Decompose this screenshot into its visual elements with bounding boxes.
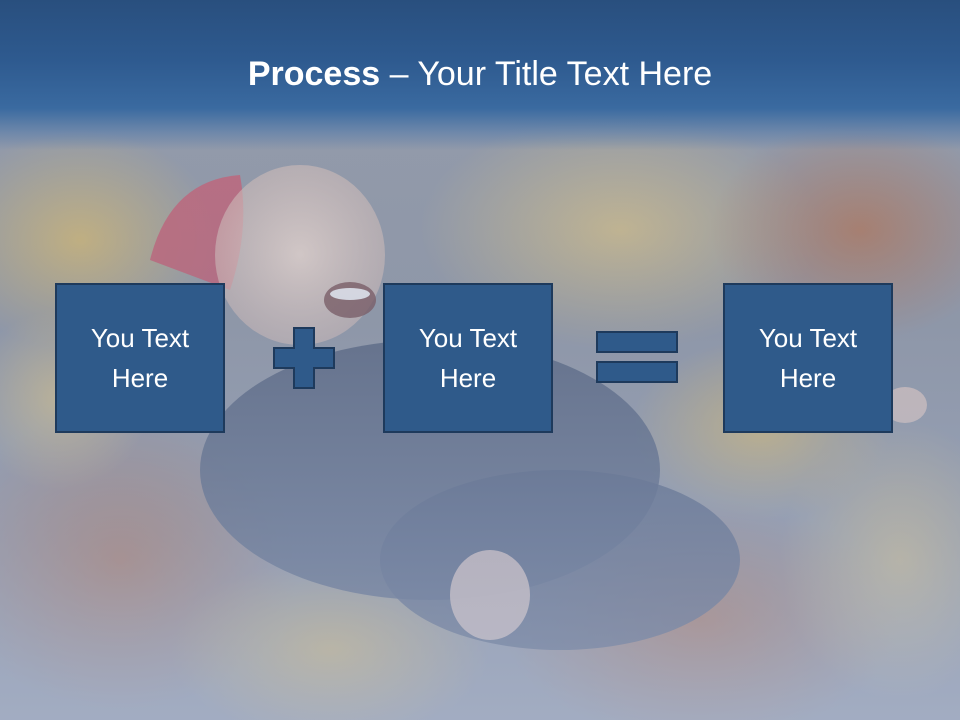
process-box-1-text: You Text Here xyxy=(90,323,190,393)
title-bold-text: Process xyxy=(247,55,381,93)
process-box-2[interactable]: You Text Here xyxy=(383,283,553,433)
process-box-3[interactable]: You Text Here xyxy=(723,283,893,433)
process-box-1[interactable]: You Text Here xyxy=(55,283,225,433)
plus-icon xyxy=(273,327,335,389)
process-box-2-text: You Text Here xyxy=(418,323,518,393)
title-bar xyxy=(0,0,960,150)
title-text: – Your Title Text Here xyxy=(380,55,713,93)
equals-icon xyxy=(596,331,678,383)
slide-title[interactable]: Process – Your Title Text Here xyxy=(0,52,960,96)
process-box-3-text: You Text Here xyxy=(758,323,858,393)
